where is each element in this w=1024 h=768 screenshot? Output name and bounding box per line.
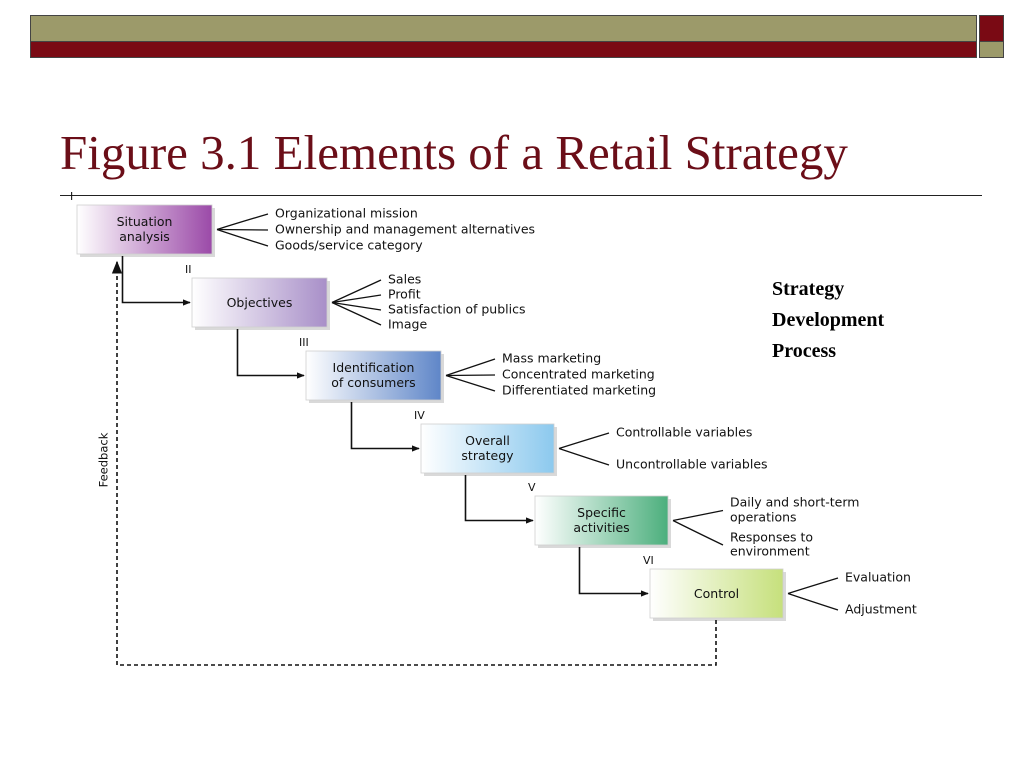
detail-item: Mass marketing [502,351,601,366]
detail-item: Uncontrollable variables [616,457,768,472]
step-label: strategy [461,448,514,463]
detail-item: Controllable variables [616,425,752,440]
detail-item: Image [388,317,427,332]
fan-line [558,432,610,450]
fan-line [331,301,382,326]
fan-line [558,447,610,466]
step-label: Identification [333,360,415,375]
flow-arrow [121,256,191,306]
step-label: Specific [577,505,626,520]
detail-item: Differentiated marketing [502,383,656,398]
step-numeral: II [185,263,192,276]
diagram-caption: Strategy Development Process [772,274,884,367]
fan-line [445,374,496,377]
step-label: of consumers [331,375,415,390]
step-box [76,204,213,255]
detail-item: Evaluation [845,570,911,585]
step-numeral: VI [643,554,654,567]
header-square-red [979,15,1004,42]
detail-item: Adjustment [845,602,917,617]
step-numeral: IV [414,409,425,422]
detail-item: Goods/service category [275,238,423,253]
detail-item: Profit [388,287,421,302]
detail-item: Ownership and management alternatives [275,222,535,237]
fan-line [216,228,269,247]
fan-line [331,301,382,311]
feedback-loop-arrow [111,260,717,666]
title-divider [60,195,982,196]
caption-line: Strategy [772,278,845,300]
step-numeral: V [528,481,536,494]
flow-arrow [236,329,305,379]
fan-line [787,577,839,595]
flow-arrow [464,475,534,524]
detail-item: environment [730,544,810,559]
feedback-label: Feedback [97,432,111,487]
step-box [305,350,442,401]
decorative-header-bar [30,15,1004,59]
fan-line [331,279,382,304]
detail-item: Sales [388,272,421,287]
step-label: activities [573,520,629,535]
step-box [534,495,669,546]
fan-line [445,358,496,377]
header-bar-olive [30,15,977,42]
slide-title: Figure 3.1 Elements of a Retail Strategy [60,125,848,180]
detail-item: Organizational mission [275,206,418,221]
flow-arrow [350,402,420,452]
fan-line [216,213,269,231]
step-label: Objectives [227,295,293,310]
flow-arrow [578,547,649,597]
step-label: analysis [119,229,170,244]
detail-item: Daily and short-term [730,495,859,510]
fan-line [787,592,839,611]
detail-item: operations [730,510,797,525]
caption-line: Process [772,340,837,362]
header-bar-red [30,42,977,58]
detail-item: Concentrated marketing [502,367,655,382]
detail-item: Satisfaction of publics [388,302,525,317]
step-box [649,568,784,619]
detail-item: Responses to [730,530,813,545]
header-square-olive [979,42,1004,58]
step-label: Control [694,586,739,601]
fan-line [331,294,382,304]
step-label: Overall [465,433,510,448]
step-numeral: I [70,190,73,203]
caption-line: Development [772,309,885,331]
fan-line [445,374,496,392]
fan-line [672,519,724,546]
fan-line [672,509,724,522]
step-box [420,423,555,474]
step-numeral: III [299,336,309,349]
step-label: Situation [117,214,173,229]
step-box [191,277,328,328]
fan-line [216,228,269,231]
